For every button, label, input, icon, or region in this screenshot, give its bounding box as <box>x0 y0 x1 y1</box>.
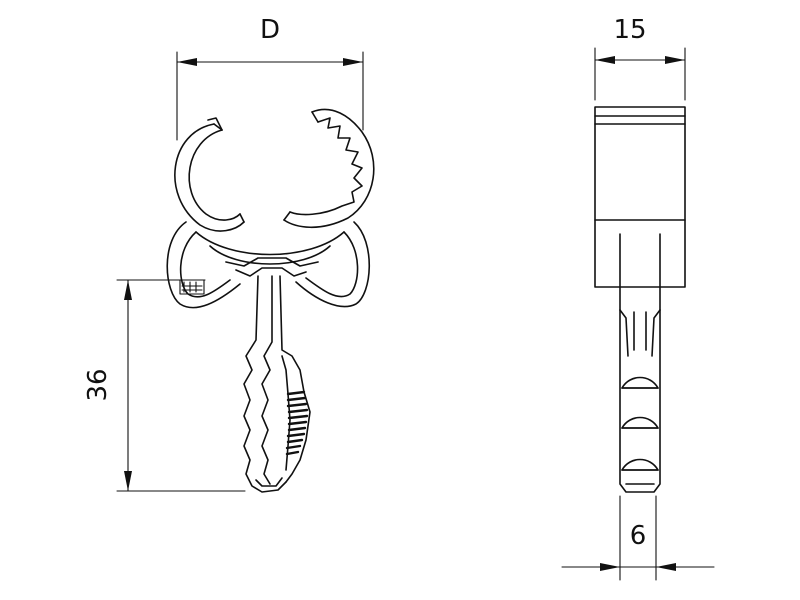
dimension-6-label: 6 <box>630 521 647 551</box>
dimension-36: 36 <box>83 279 246 492</box>
dimension-d-label: D <box>260 15 280 45</box>
clip-frame <box>166 221 370 309</box>
dowel-barbs <box>285 390 309 456</box>
side-clip-body <box>594 106 686 288</box>
dimension-15-label: 15 <box>613 15 646 45</box>
left-clip-arm <box>174 117 245 232</box>
front-view: D 36 <box>83 15 375 493</box>
dowel-anchor <box>243 275 311 493</box>
side-view: 15 <box>561 15 715 581</box>
side-dowel <box>619 286 661 493</box>
dimension-36-label: 36 <box>83 368 113 401</box>
right-clip-arm <box>283 108 375 229</box>
dimension-15: 15 <box>594 15 686 101</box>
dimension-d: D <box>176 15 364 141</box>
dimension-6: 6 <box>561 495 715 581</box>
